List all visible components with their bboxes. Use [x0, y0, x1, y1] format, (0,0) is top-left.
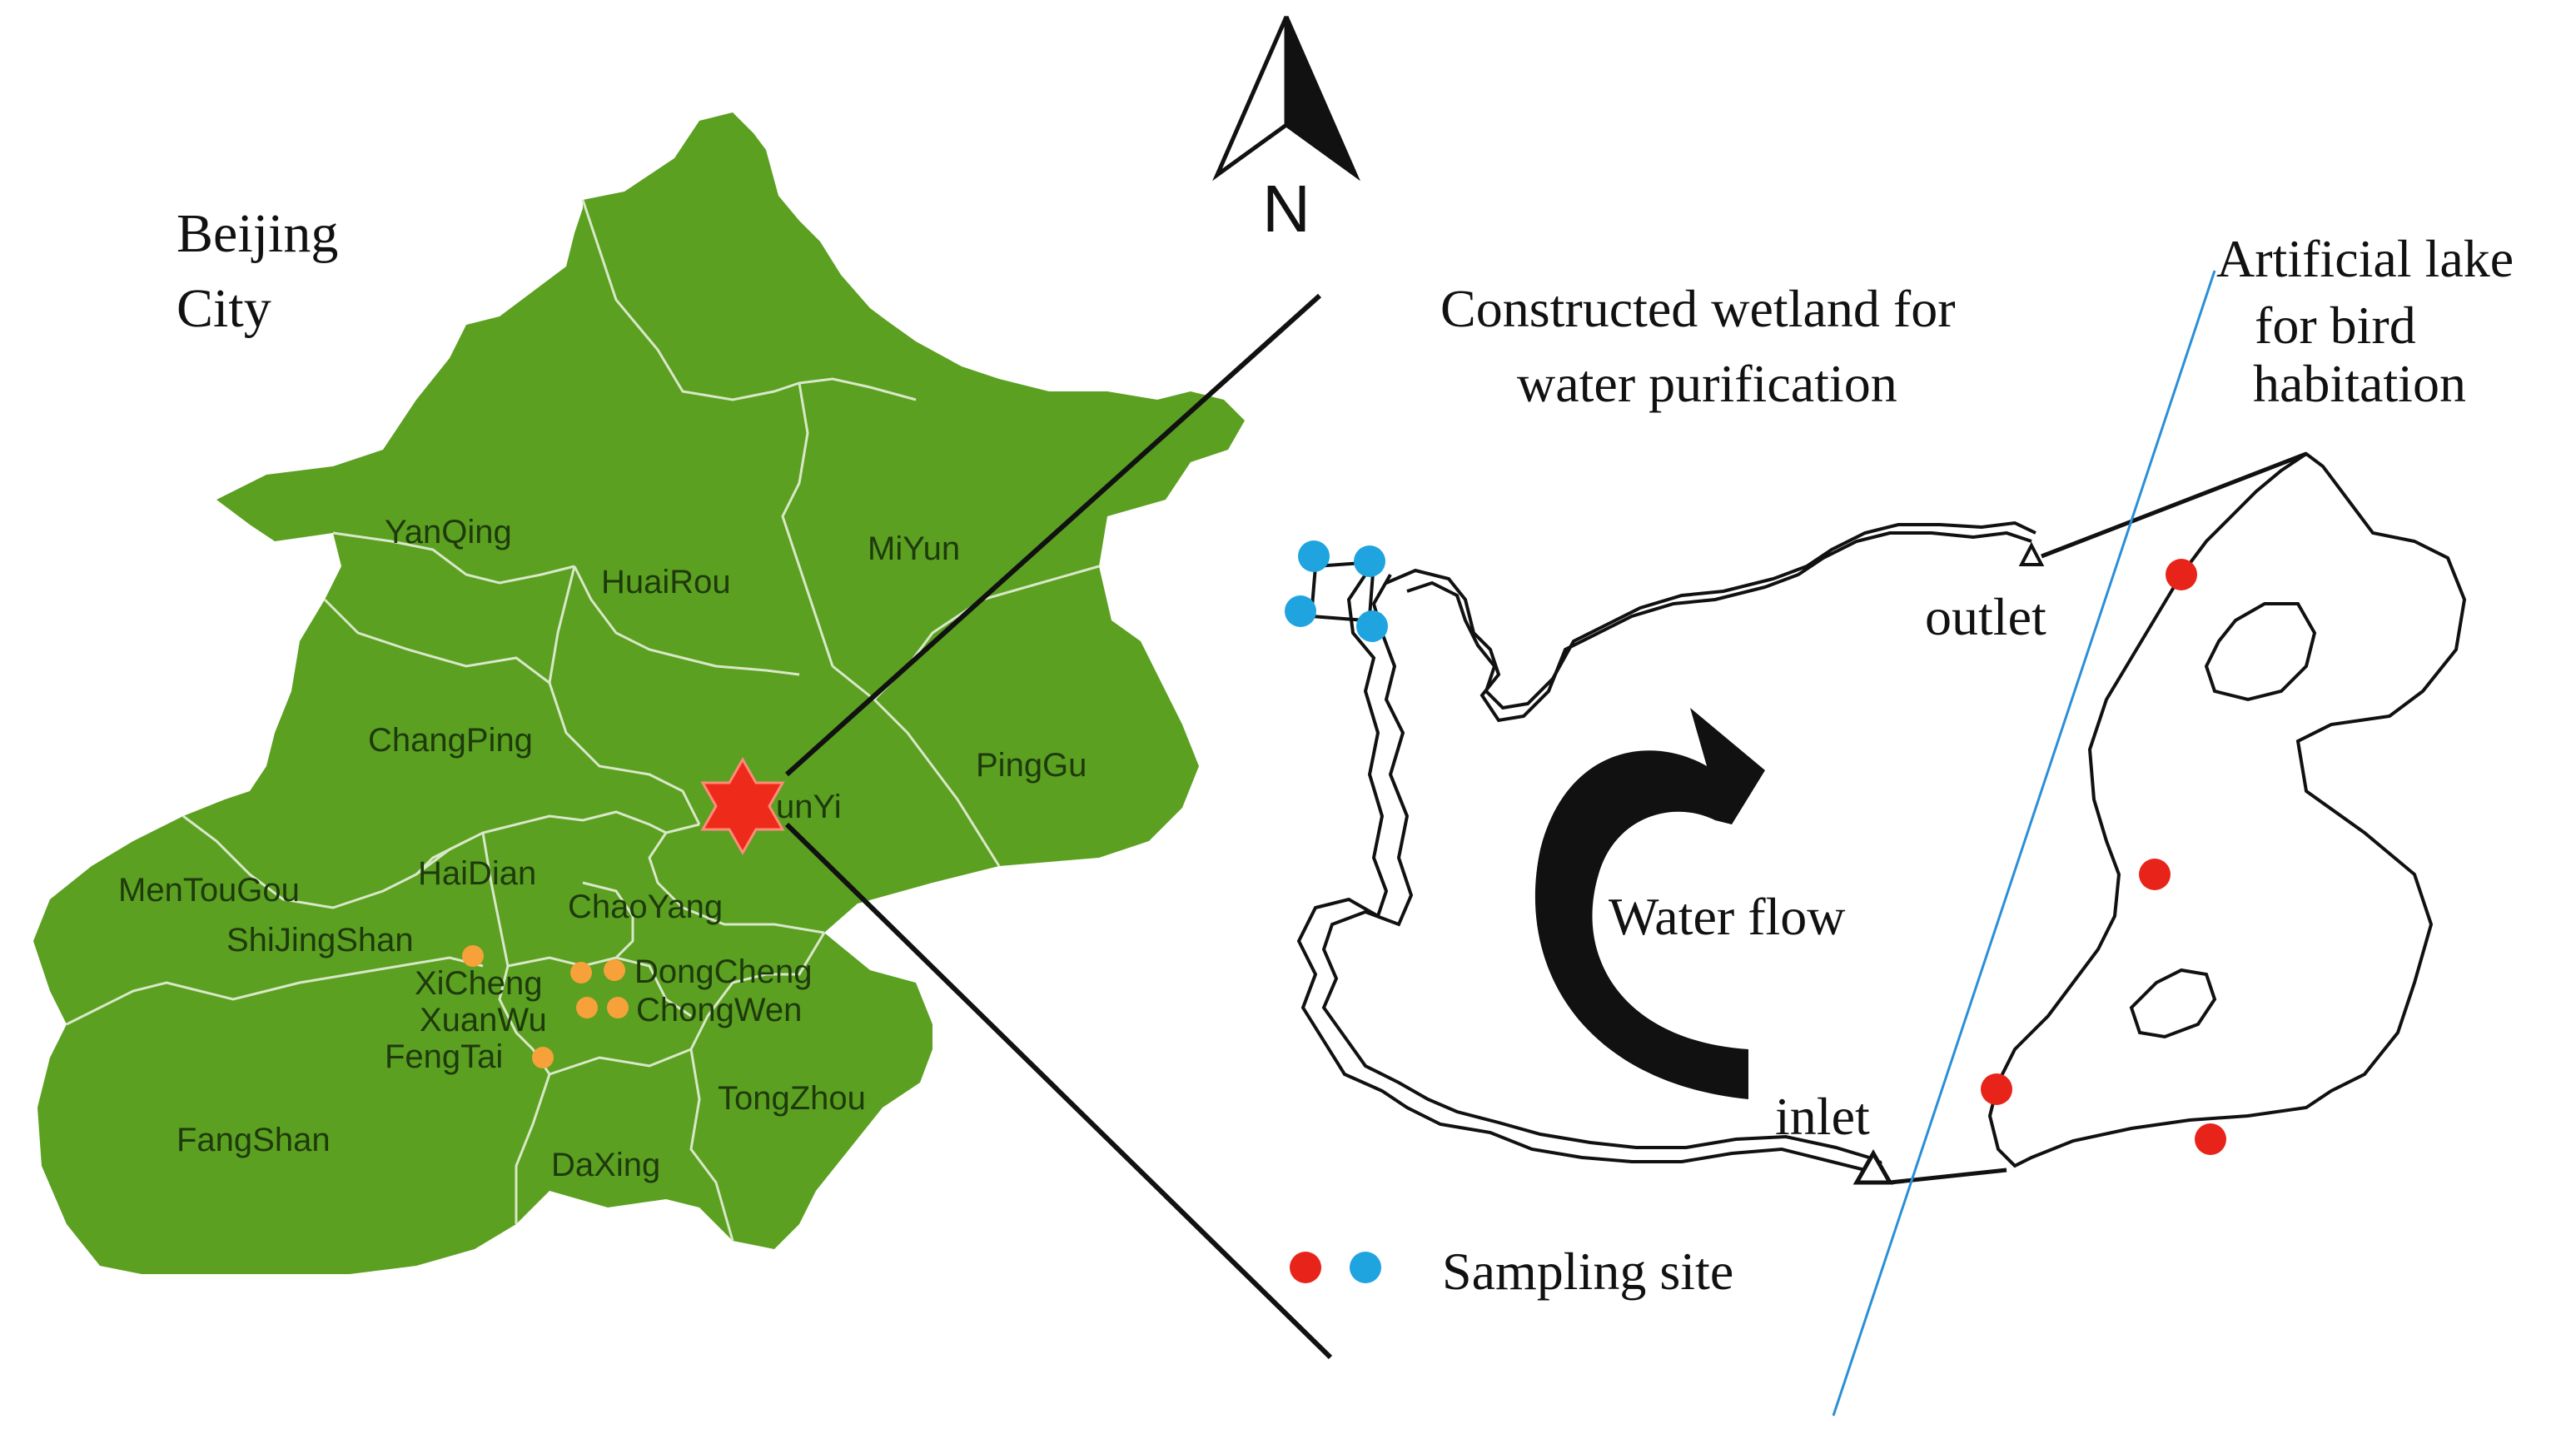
district-label-chaoyang: ChaoYang: [568, 889, 723, 925]
outlet-connector: [2041, 451, 2307, 559]
blue-site-4: [1356, 610, 1388, 642]
shijingshan-marker: [462, 945, 484, 967]
district-label-xicheng: XiCheng: [415, 965, 542, 1002]
red-site-3: [1981, 1073, 2012, 1105]
xuanwu-marker: [576, 997, 598, 1018]
diagram-labels: Constructed wetland for water purificati…: [1440, 229, 2514, 1146]
central-district-markers: [462, 945, 629, 1068]
outlet-label: outlet: [1925, 587, 2046, 646]
district-label-pinggu: PingGu: [976, 747, 1087, 784]
district-label-dongcheng: DongCheng: [634, 954, 813, 990]
outlet-marker-icon: [2018, 541, 2045, 566]
lake-label-line1: Artificial lake: [2216, 229, 2514, 288]
wetland-diagram: Constructed wetland for water purificati…: [1285, 229, 2514, 1417]
water-flow-arrow-icon: [1534, 708, 1765, 1099]
district-label-daxing: DaXing: [551, 1147, 660, 1183]
blue-sampling-sites: [1285, 540, 1388, 642]
red-site-2: [2139, 859, 2171, 890]
inlet-connector: [1889, 1168, 2007, 1185]
north-arrow-icon: N: [1212, 15, 1360, 246]
dongcheng-marker: [604, 959, 625, 981]
district-label-mentougou: MenTouGou: [118, 872, 300, 909]
district-label-tongzhou: TongZhou: [718, 1080, 866, 1117]
district-label-huairou: HuaiRou: [601, 564, 731, 600]
district-label-yanqing: YanQing: [385, 514, 512, 550]
district-label-xuanwu: XuanWu: [420, 1002, 547, 1038]
fengtai-marker: [532, 1047, 554, 1068]
beijing-map: YanQing HuaiRou MiYun ChangPing unYi Pin…: [33, 112, 1245, 1274]
district-label-fengtai: FengTai: [385, 1038, 503, 1075]
district-label-haidian: HaiDian: [418, 855, 536, 892]
city-label-line2: City: [177, 278, 271, 339]
district-boundaries: [66, 199, 1100, 1242]
city-label: Beijing City: [177, 203, 338, 339]
wetland-label-line1: Constructed wetland for: [1440, 279, 1956, 338]
xicheng-marker: [570, 962, 592, 983]
red-sampling-sites: [1981, 559, 2226, 1155]
district-labels: YanQing HuaiRou MiYun ChangPing unYi Pin…: [118, 514, 1087, 1183]
city-label-line1: Beijing: [177, 203, 338, 264]
boundary-line: [1832, 270, 2216, 1417]
district-label-fangshan: FangShan: [177, 1122, 331, 1158]
lake-label-line3: habitation: [2253, 354, 2466, 413]
red-site-4: [2195, 1123, 2226, 1155]
legend: Sampling site: [1290, 1242, 1733, 1301]
study-site-star-icon: [700, 756, 785, 856]
beijing-region: [33, 112, 1245, 1274]
district-label-chongwen: ChongWen: [636, 992, 802, 1028]
blue-site-3: [1285, 595, 1316, 627]
inlet-marker-icon: [1852, 1148, 1894, 1185]
artificial-lake: [1987, 451, 2467, 1168]
blue-site-2: [1354, 545, 1385, 577]
legend-red-site-icon: [1290, 1252, 1321, 1283]
legend-blue-site-icon: [1350, 1252, 1381, 1283]
wetland-outline: [1296, 520, 2036, 1173]
lake-label-line2: for bird: [2255, 296, 2416, 355]
district-label-miyun: MiYun: [868, 530, 960, 567]
district-label-changping: ChangPing: [368, 722, 533, 759]
water-flow-label: Water flow: [1609, 887, 1846, 946]
legend-label: Sampling site: [1442, 1242, 1733, 1301]
district-label-shunyi: unYi: [776, 789, 842, 825]
inlet-label: inlet: [1775, 1087, 1870, 1146]
north-arrow-label: N: [1262, 172, 1310, 246]
blue-site-1: [1298, 540, 1330, 572]
zoom-lines: [784, 293, 1333, 1360]
red-site-1: [2166, 559, 2197, 590]
district-label-shijingshan: ShiJingShan: [226, 922, 414, 959]
wetland-label-line2: water purification: [1517, 354, 1897, 413]
chongwen-marker: [607, 997, 629, 1018]
